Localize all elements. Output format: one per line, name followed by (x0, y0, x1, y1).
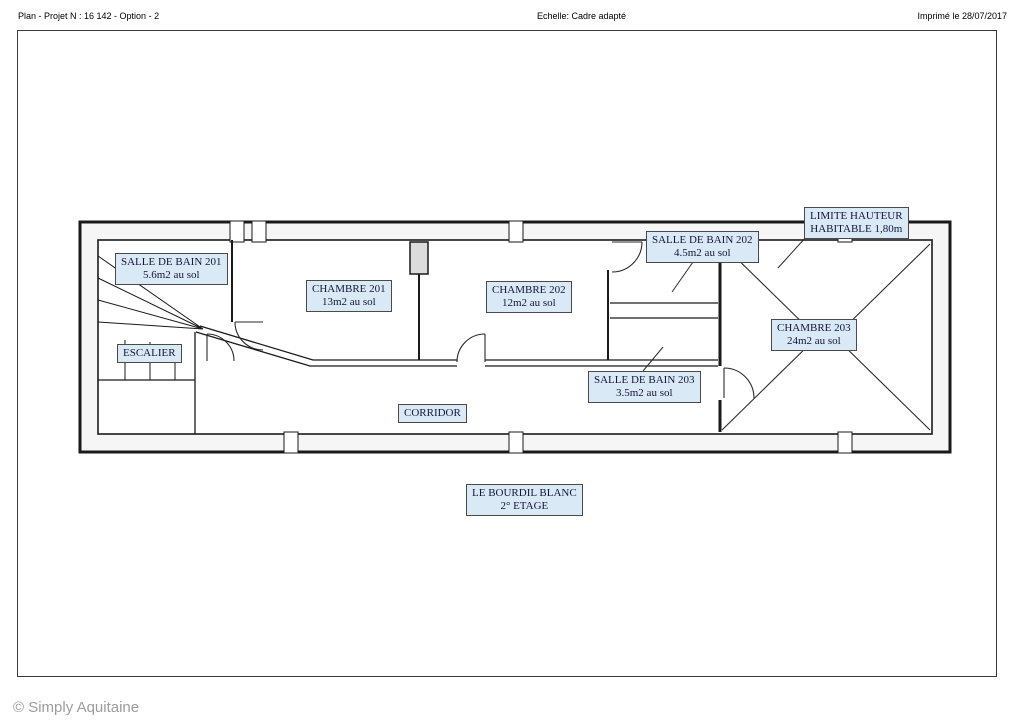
chimney (409, 241, 429, 275)
stair-door-arc (206, 333, 235, 362)
door-arcs (206, 241, 755, 399)
plan-reference: Plan - Projet N : 16 142 - Option - 2 (18, 11, 160, 21)
room-name: CHAMBRE 202 (492, 284, 566, 296)
label-escalier: ESCALIER (117, 344, 182, 363)
room-name: CORRIDOR (404, 407, 461, 419)
stair-enclosure (98, 332, 196, 434)
leader-limite-hauteur (777, 236, 807, 269)
label-salle-de-bain-203: SALLE DE BAIN 203 3.5m2 au sol (588, 371, 701, 403)
caption-building: LE BOURDIL BLANC (472, 487, 577, 499)
room-area: 4.5m2 au sol (674, 247, 731, 259)
chambre-201-door-arc (234, 321, 264, 351)
label-chambre-202: CHAMBRE 202 12m2 au sol (486, 281, 572, 313)
room-area: 24m2 au sol (786, 335, 841, 347)
corridor-wall (199, 325, 718, 361)
caption-floor: 2° ETAGE (500, 500, 549, 512)
room-area: 12m2 au sol (501, 297, 556, 309)
room-area: 5.6m2 au sol (143, 269, 200, 281)
label-salle-de-bain-202: SALLE DE BAIN 202 4.5m2 au sol (646, 231, 759, 263)
print-date: Imprimé le 28/07/2017 (917, 11, 1007, 21)
roof-slope-lines (721, 243, 931, 431)
window-marks (229, 220, 853, 454)
scale-note: Echelle: Cadre adapté (537, 11, 627, 21)
annotation-line: LIMITE HAUTEUR (810, 210, 903, 222)
interior-walls (98, 240, 722, 434)
label-salle-de-bain-201: SALLE DE BAIN 201 5.6m2 au sol (115, 253, 228, 285)
label-corridor: CORRIDOR (398, 404, 467, 423)
leader-bain-203 (642, 346, 664, 372)
room-name: SALLE DE BAIN 202 (652, 234, 753, 246)
watermark-copyright: © Simply Aquitaine (13, 699, 140, 716)
room-name: SALLE DE BAIN 201 (121, 256, 222, 268)
bath-divider-wall (610, 302, 718, 319)
room-area: 3.5m2 au sol (616, 387, 673, 399)
sheet-caption: LE BOURDIL BLANC 2° ETAGE (466, 484, 583, 516)
label-chambre-203: CHAMBRE 203 24m2 au sol (771, 319, 857, 351)
room-name: CHAMBRE 203 (777, 322, 851, 334)
sheet-border (17, 30, 997, 677)
bain-202-door-arc (611, 241, 643, 273)
leader-lines (642, 236, 807, 372)
room-name: ESCALIER (123, 347, 176, 359)
room-name: CHAMBRE 201 (312, 283, 386, 295)
annotation-line: HABITABLE 1,80m (810, 223, 903, 235)
label-chambre-201: CHAMBRE 201 13m2 au sol (306, 280, 392, 312)
room-name: SALLE DE BAIN 203 (594, 374, 695, 386)
label-limite-hauteur: LIMITE HAUTEUR HABITABLE 1,80m (804, 207, 909, 239)
room-area: 13m2 au sol (321, 296, 376, 308)
chambre-203-door-arc (723, 367, 755, 399)
leader-bain-202 (671, 261, 694, 293)
chambre-202-door-arc (456, 333, 486, 363)
